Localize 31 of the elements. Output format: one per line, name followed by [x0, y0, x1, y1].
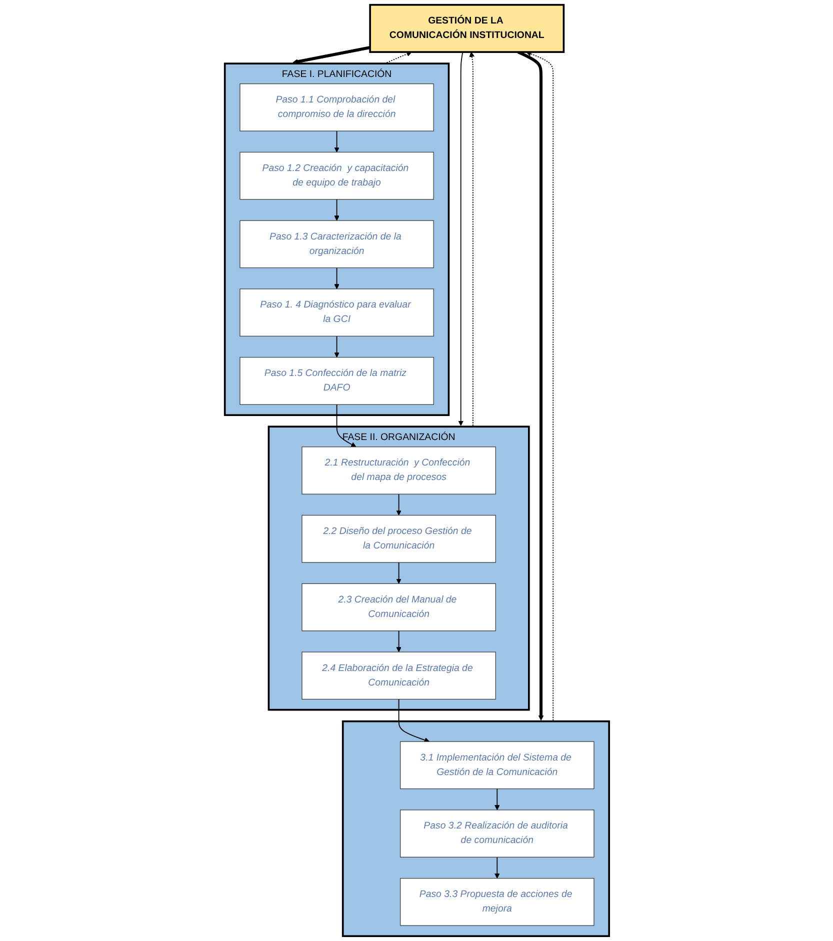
- node-box: Paso 1.5 Confección de la matriz DAFO: [239, 357, 434, 405]
- arrow: [468, 52, 474, 426]
- node-box: 2.3 Creación del Manual de Comunicación: [301, 583, 496, 632]
- node-box: Paso 1. 4 Diagnóstico para evaluar la GCI: [239, 288, 434, 336]
- arrow: [396, 494, 401, 516]
- arrow: [386, 51, 412, 64]
- arrow: [334, 130, 339, 152]
- arrow: [396, 562, 401, 584]
- arrow: [494, 788, 500, 810]
- arrow: [334, 336, 339, 358]
- arrow: [396, 630, 401, 652]
- arrow: [458, 52, 464, 426]
- arrow: [526, 51, 554, 721]
- node-box: 3.1 Implementación del Sistema de Gestión de la Comunicación: [400, 741, 594, 790]
- cluster: [341, 720, 610, 938]
- node-box: GESTIÓN DE LA COMUNICACIÓN INSTITUCIONAL: [368, 4, 564, 53]
- node-box: 2.4 Elaboración de la Estrategia de Comunicación: [301, 652, 496, 700]
- arrow: [336, 404, 356, 448]
- node-box: 2.2 Diseño del proceso Gestión de la Comunicación: [301, 514, 496, 563]
- node-box: 2.1 Restructuración y Confección del mapa de procesos: [301, 446, 496, 494]
- arrow: [494, 856, 500, 879]
- arrow: [292, 46, 370, 64]
- node-box: Paso 1.1 Comprobación del compromiso de la dirección: [239, 84, 434, 132]
- arrow: [398, 698, 430, 743]
- node-box: Paso 1.3 Caracterización de la organización: [239, 220, 434, 268]
- arrow: [516, 50, 544, 721]
- arrow: [334, 198, 339, 221]
- arrow: [334, 267, 339, 290]
- node-box: Paso 1.2 Creación y capacitación de equipo de trabajo: [239, 152, 434, 200]
- node-box: Paso 3.2 Realización de auditoria de comunicación: [400, 810, 594, 858]
- node-box: Paso 3.3 Propuesta de acciones de mejora: [400, 878, 594, 926]
